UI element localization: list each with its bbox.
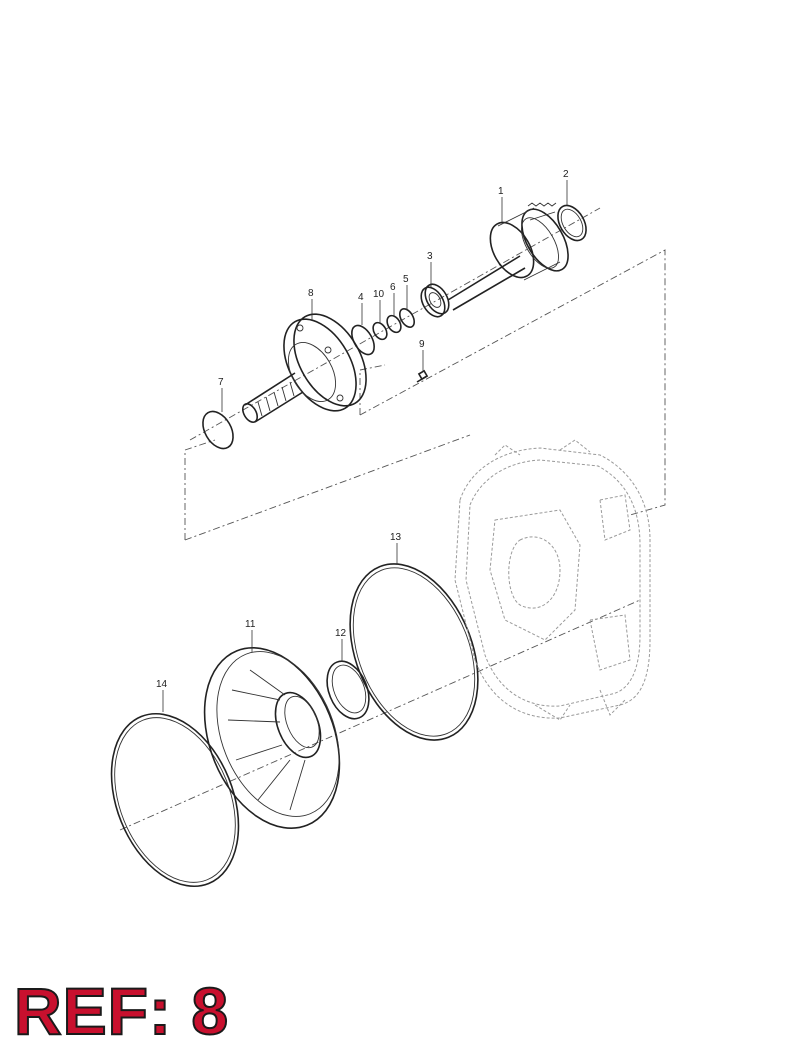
part-10-ring [372, 321, 388, 341]
part-label-7: 7 [218, 377, 224, 388]
part-13-large-ring [349, 563, 479, 741]
boundary-inner [359, 364, 386, 415]
boundary-bottom [184, 434, 471, 541]
part-12-seal-ring [326, 660, 370, 720]
part-14-large-ring [110, 712, 240, 888]
part-label-10: 10 [373, 289, 385, 300]
housing-phantom-outline [454, 439, 651, 721]
part-label-13: 13 [390, 532, 402, 543]
part-6-ring [386, 314, 402, 334]
part-5-ring [398, 308, 416, 328]
part-13-inner-edge [352, 567, 476, 737]
part-label-4: 4 [358, 292, 364, 303]
part-3-bearing [420, 283, 450, 318]
leader-lines [162, 180, 568, 712]
part-2-snap-ring [557, 204, 587, 242]
part-14-inner-edge [114, 717, 236, 883]
part-label-11: 11 [245, 619, 256, 630]
part-7-snap-ring [202, 410, 234, 450]
lower-axis-line [119, 599, 641, 831]
upper-axis-line [189, 207, 601, 441]
boundary-right [359, 249, 666, 516]
reference-label: REF: 8 [13, 974, 230, 1048]
part-label-3: 3 [427, 251, 433, 262]
part-label-5: 5 [403, 274, 409, 285]
part-11-piston-cover [203, 647, 341, 829]
part-label-12: 12 [335, 628, 347, 639]
part-9-bolt [416, 369, 429, 383]
part-label-14: 14 [156, 679, 168, 690]
boundary-left [184, 439, 216, 540]
part-8-input-shaft-flange [241, 313, 367, 423]
part-1-shaft-gear [447, 202, 569, 311]
part-label-6: 6 [390, 282, 396, 293]
part-label-2: 2 [563, 169, 569, 180]
part-12-inner-edge [331, 664, 367, 714]
part-label-1: 1 [498, 186, 504, 197]
part-label-8: 8 [308, 288, 314, 299]
part-label-9: 9 [419, 339, 425, 350]
